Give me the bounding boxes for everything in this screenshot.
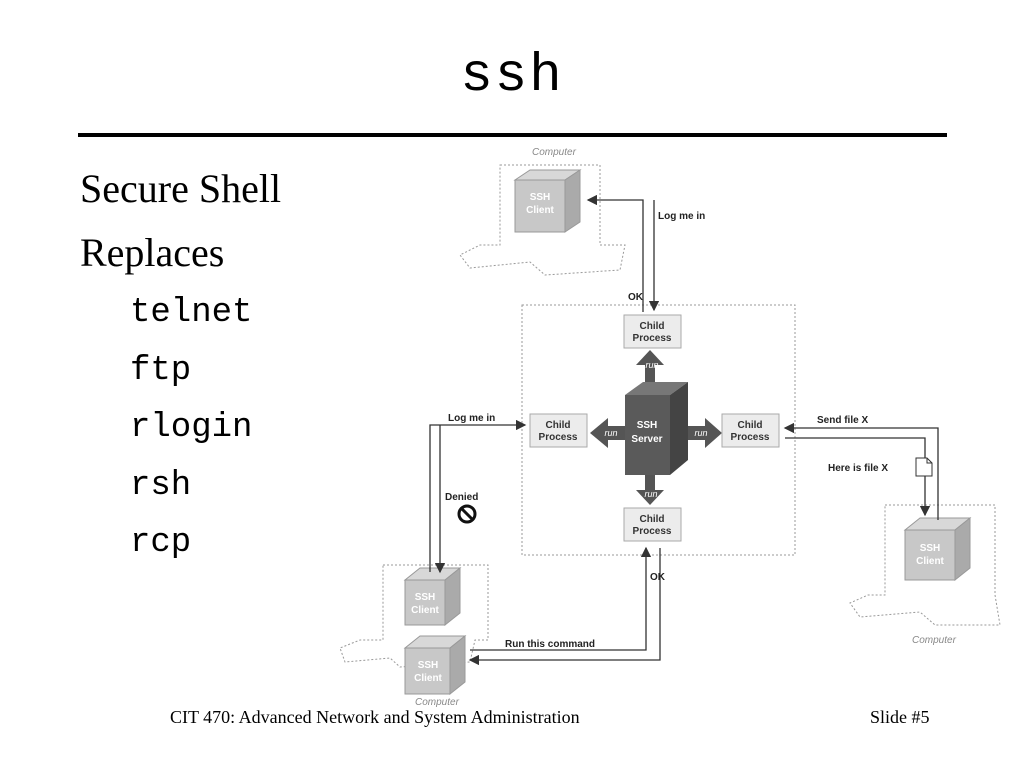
- denied-label: Denied: [445, 492, 478, 503]
- ssh-client-label: Client: [916, 556, 944, 567]
- child-process-bottom: Child Process: [623, 507, 682, 542]
- child-process-left: Child Process: [529, 413, 588, 448]
- bullet-list: Secure Shell Replaces: [80, 163, 281, 291]
- ssh-client-label: Client: [526, 205, 554, 216]
- ssh-server-label: SSH: [637, 420, 658, 431]
- denied-icon: [457, 504, 477, 524]
- sub-bullet-item: rsh: [130, 466, 192, 505]
- child-process-top: Child Process: [623, 314, 682, 349]
- sub-bullet-item: telnet: [130, 294, 253, 332]
- child-process-right: Child Process: [721, 413, 780, 448]
- computer-right: Computer SSH Client: [849, 504, 1001, 646]
- bottom-flow: [468, 546, 661, 666]
- child-process-label: Process: [633, 333, 672, 344]
- child-process-label: Process: [633, 526, 672, 537]
- sub-bullet-item: ftp: [130, 351, 192, 390]
- computer-label: Computer: [532, 147, 577, 158]
- run-label: run: [694, 428, 707, 438]
- log-me-in-label: Log me in: [448, 413, 495, 424]
- sub-bullet-item: rlogin: [130, 409, 253, 447]
- run-command-label: Run this command: [505, 639, 595, 650]
- child-process-label: Process: [731, 432, 770, 443]
- child-process-label: Child: [640, 321, 665, 332]
- computer-left: Computer SSH Client SSH Client: [339, 564, 489, 708]
- ssh-client-label: Client: [414, 673, 442, 684]
- child-process-label: Child: [640, 514, 665, 525]
- bullet-item: Secure Shell: [80, 166, 282, 211]
- ssh-server-box: SSH Server: [625, 382, 688, 475]
- run-arrow-left: run: [590, 418, 625, 448]
- top-flow: [586, 194, 660, 312]
- ssh-client-right-box: SSH Client: [903, 516, 972, 582]
- ssh-client-label: SSH: [418, 660, 439, 671]
- ssh-client-label: SSH: [920, 543, 941, 554]
- slide-title: ssh: [460, 46, 564, 107]
- ssh-client-label: SSH: [415, 592, 436, 603]
- sub-bullet-list: telnet ftp rlogin rsh rcp: [130, 290, 252, 578]
- child-process-label: Process: [539, 432, 578, 443]
- sub-bullet-item: rcp: [130, 524, 192, 562]
- right-flow: [783, 422, 939, 520]
- ssh-diagram: Computer SSH Client SSH Server run run r…: [339, 147, 1001, 708]
- send-file-label: Send file X: [817, 415, 868, 426]
- run-arrow-up: run: [636, 350, 664, 382]
- bullet-item: Replaces: [80, 230, 225, 275]
- child-process-label: Child: [738, 420, 763, 431]
- run-label: run: [645, 360, 658, 370]
- child-process-label: Child: [546, 420, 571, 431]
- left-flow: [429, 419, 527, 574]
- run-label: run: [604, 428, 617, 438]
- ssh-client-label: SSH: [530, 192, 551, 203]
- ssh-server-label: Server: [631, 434, 662, 445]
- run-arrow-down: run: [636, 475, 664, 505]
- computer-label: Computer: [912, 635, 957, 646]
- run-arrow-right: run: [688, 418, 722, 448]
- computer-label: Computer: [415, 697, 460, 708]
- footer-slide-number: Slide #5: [870, 707, 930, 727]
- ok-label: OK: [628, 292, 644, 303]
- ssh-client-label: Client: [411, 605, 439, 616]
- title-rule: [78, 133, 947, 137]
- computer-top: Computer SSH Client: [459, 147, 626, 276]
- log-me-in-label: Log me in: [658, 211, 705, 222]
- ssh-client-left-box: SSH Client: [403, 634, 467, 696]
- ssh-client-left-box: SSH Client: [403, 566, 462, 627]
- file-icon: [915, 457, 933, 477]
- here-is-file-label: Here is file X: [828, 463, 888, 474]
- run-label: run: [644, 489, 657, 499]
- ok-label: OK: [650, 572, 666, 583]
- ssh-client-top-box: SSH Client: [513, 169, 582, 233]
- footer-course: CIT 470: Advanced Network and System Adm…: [170, 707, 580, 727]
